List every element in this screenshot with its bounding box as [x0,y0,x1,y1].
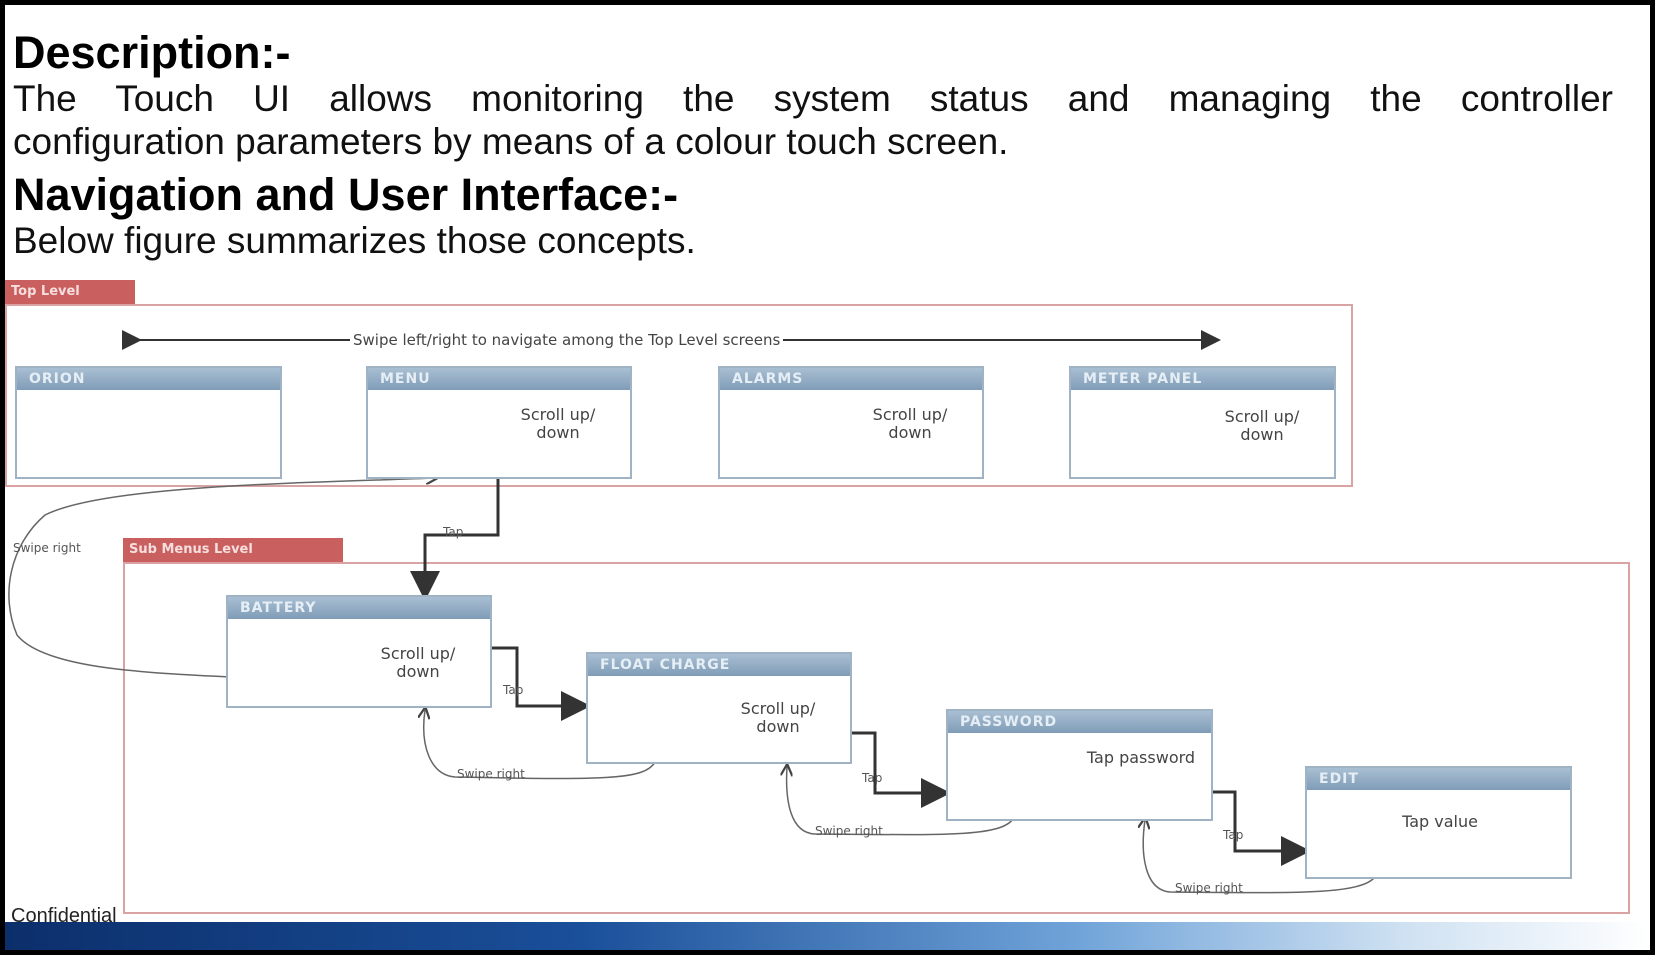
screen-edit-title: EDIT [1307,768,1570,790]
screen-float-charge: FLOAT CHARGE Scroll up/ down [586,652,852,764]
edit-swipe-back-curve [1143,820,1376,894]
screen-menu-text: Scroll up/ down [520,405,596,442]
screen-battery: BATTERY Scroll up/ down [226,595,492,708]
screen-alarms: ALARMS Scroll up/ down [718,366,984,479]
battery-to-float-connector [491,646,591,721]
sub-menus-level-tab: Sub Menus Level [123,538,343,562]
battery-swipe-back-curve [8,478,435,678]
screen-alarms-text: Scroll up/ down [872,405,948,442]
password-swipe-back-curve [787,767,1014,836]
float-tap-label: Tap [862,771,883,785]
password-tap-label: Tap [1223,828,1244,842]
screen-battery-title: BATTERY [228,597,490,619]
swipe-caption: Swipe left/right to navigate among the T… [350,331,784,349]
screen-float-charge-title: FLOAT CHARGE [588,654,850,676]
screen-menu-title: MENU [368,368,630,390]
float-to-password-connector [851,731,951,808]
navigation-line-1: Below figure summarizes those concepts. [13,220,696,261]
screen-menu: MENU Scroll up/ down [366,366,632,479]
screen-orion: ORION [15,366,282,479]
screen-orion-title: ORION [17,368,280,390]
sub-menus-level-frame [123,562,1630,914]
screen-battery-text: Scroll up/ down [380,644,456,681]
edit-swipe-right-label: Swipe right [1175,881,1243,895]
navigation-heading: Navigation and User Interface:- [13,169,679,220]
description-paragraph: The Touch UI allows monitoring the syste… [13,77,1613,163]
description-heading: Description:- [13,27,291,78]
battery-tap-label: Tap [503,683,524,697]
screen-meter-panel: METER PANEL Scroll up/ down [1069,366,1336,479]
float-swipe-back-curve [424,710,656,780]
password-swipe-right-label: Swipe right [815,824,883,838]
top-level-frame [5,304,1353,487]
description-line-2: configuration parameters by means of a c… [13,121,1009,162]
screen-meter-panel-title: METER PANEL [1071,368,1334,390]
password-to-edit-connector [1211,790,1311,866]
menu-to-battery-connector [410,479,500,601]
screen-meter-panel-text: Scroll up/ down [1224,407,1300,444]
confidential-label: Confidential [11,905,117,927]
screen-password: PASSWORD Tap password [946,709,1213,821]
screen-edit: EDIT Tap value [1305,766,1572,879]
screen-alarms-title: ALARMS [720,368,982,390]
menu-tap-label: Tap [443,525,464,539]
battery-swipe-right-label: Swipe right [13,541,81,555]
screen-password-text: Tap password [1086,748,1196,767]
top-level-tab: Top Level [5,280,135,304]
navigation-paragraph: Below figure summarizes those concepts. [13,219,696,262]
screen-float-charge-text: Scroll up/ down [740,699,816,736]
footer-gradient-bar [5,922,1650,950]
screen-password-title: PASSWORD [948,711,1211,733]
screen-edit-text: Tap value [1402,812,1478,831]
description-line-1: The Touch UI allows monitoring the syste… [13,78,1613,119]
float-swipe-right-label: Swipe right [457,767,525,781]
